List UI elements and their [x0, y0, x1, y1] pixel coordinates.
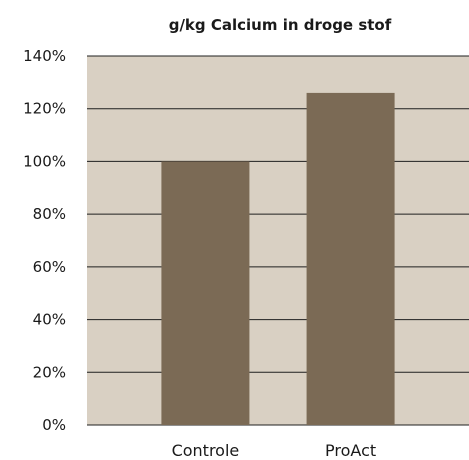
bar-controle: [161, 161, 250, 425]
y-tick-label: 140%: [23, 47, 66, 65]
x-category-label: Controle: [172, 441, 240, 460]
plot-area: [87, 56, 469, 425]
y-tick-label: 40%: [33, 311, 66, 329]
chart-title: g/kg Calcium in droge stof: [169, 16, 392, 34]
y-tick-label: 100%: [23, 152, 66, 170]
y-tick-label: 60%: [33, 258, 66, 276]
y-tick-label: 120%: [23, 100, 66, 118]
y-tick-label: 0%: [42, 416, 66, 434]
x-category-label: ProAct: [325, 441, 376, 460]
y-tick-label: 80%: [33, 205, 66, 223]
y-tick-label: 20%: [33, 363, 66, 381]
bar-proact: [306, 92, 395, 426]
